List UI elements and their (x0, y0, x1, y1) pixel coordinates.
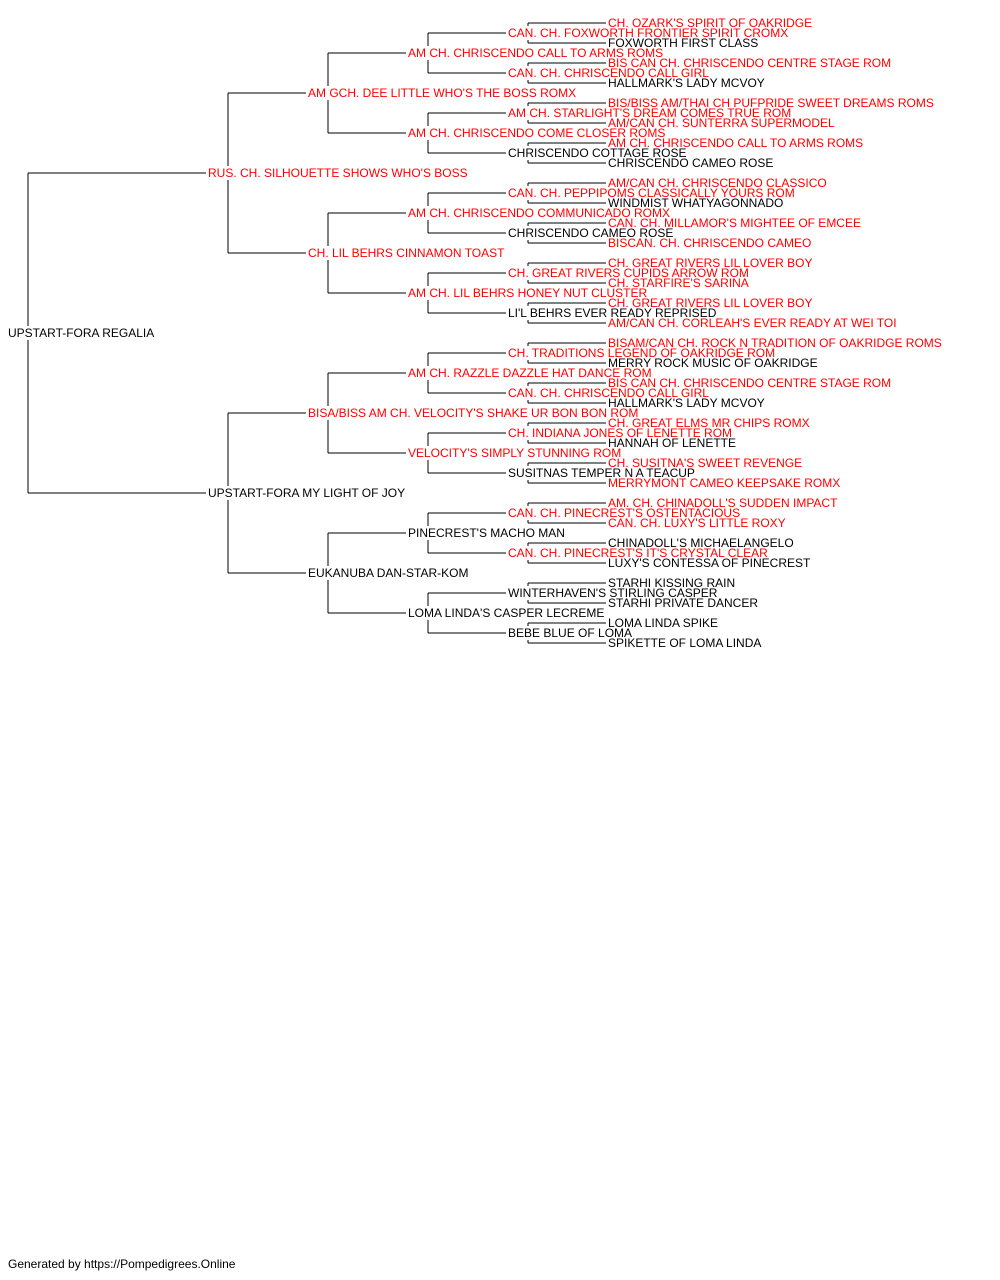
pedigree-sire-name: AM CH. CHRISCENDO CALL TO ARMS ROMS (408, 46, 664, 60)
pedigree-dam-name: FOXWORTH FIRST CLASS (608, 36, 759, 50)
pedigree-dam-name: CH. STARFIRE'S SARINA (608, 276, 749, 290)
pedigree-sire-name: LOMA LINDA SPIKE (608, 616, 719, 630)
pedigree-sire-name: AM GCH. DEE LITTLE WHO'S THE BOSS ROMX (308, 86, 577, 100)
pedigree-dam-name: BISCAN. CH. CHRISCENDO CAMEO (608, 236, 812, 250)
pedigree-dam-name: CAN. CH. CHRISCENDO CALL GIRL (508, 66, 709, 80)
pedigree-sire-name: BIS/BISS AM/THAI CH PUFPRIDE SWEET DREAM… (608, 96, 934, 110)
pedigree-dam-name: HANNAH OF LENETTE (608, 436, 737, 450)
pedigree-sire-name: BIS CAN CH. CHRISCENDO CENTRE STAGE ROM (608, 376, 892, 390)
pedigree-dam-name: LUXY'S CONTESSA OF PINECREST (608, 556, 811, 570)
pedigree-sire-name: AM. CH. CHINADOLL'S SUDDEN IMPACT (608, 496, 838, 510)
pedigree-dam-name: BEBE BLUE OF LOMA (508, 626, 633, 640)
pedigree-sire-name: CH. TRADITIONS LEGEND OF OAKRIDGE ROM (508, 346, 776, 360)
pedigree-dam-name: AM CH. CHRISCENDO COME CLOSER ROMS (408, 126, 666, 140)
pedigree-sire-name: CH. GREAT RIVERS LIL LOVER BOY (608, 296, 813, 310)
pedigree-dam-name: STARHI PRIVATE DANCER (608, 596, 759, 610)
pedigree-dam-name: LOMA LINDA'S CASPER LECREME (408, 606, 605, 620)
pedigree-sire-name: AM CH. STARLIGHT'S DREAM COMES TRUE ROM (508, 106, 792, 120)
pedigree-dam-name: WINDMIST WHATYAGONNADO (608, 196, 784, 210)
pedigree-dam-name: CHRISCENDO COTTAGE ROSE (508, 146, 687, 160)
pedigree-dam-name: CHRISCENDO CAMEO ROSE (508, 226, 674, 240)
pedigree-sire-name: AM CH. CHRISCENDO COMMUNICADO ROMX (408, 206, 671, 220)
pedigree-sire-name: CAN. CH. PEPPIPOMS CLASSICALLY YOURS ROM (508, 186, 795, 200)
pedigree-dam-name: MERRY ROCK MUSIC OF OAKRIDGE (608, 356, 818, 370)
pedigree-dam-name: AM CH. LIL BEHRS HONEY NUT CLUSTER (408, 286, 648, 300)
pedigree-sire-name: CH. SUSITNA'S SWEET REVENGE (608, 456, 803, 470)
pedigree-dam-name: VELOCITY'S SIMPLY STUNNING ROM (408, 446, 622, 460)
pedigree-dam-name: HALLMARK'S LADY MCVOY (608, 396, 765, 410)
pedigree-dam-name: CAN. CH. CHRISCENDO CALL GIRL (508, 386, 709, 400)
pedigree-sire-name: CAN. CH. MILLAMOR'S MIGHTEE OF EMCEE (608, 216, 861, 230)
pedigree-sire-name: PINECREST'S MACHO MAN (408, 526, 565, 540)
pedigree-dam-name: SPIKETTE OF LOMA LINDA (608, 636, 762, 650)
pedigree-dam-name: AM/CAN CH. SUNTERRA SUPERMODEL (608, 116, 835, 130)
pedigree-sire-name: CH. INDIANA JONES OF LENETTE ROM (508, 426, 733, 440)
pedigree-dam-name: CH. LIL BEHRS CINNAMON TOAST (308, 246, 505, 260)
footer-credit: Generated by https://Pompedigrees.Online (8, 1257, 236, 1271)
pedigree-dam-name: HALLMARK'S LADY MCVOY (608, 76, 765, 90)
pedigree-sire-name: CHINADOLL'S MICHAELANGELO (608, 536, 794, 550)
pedigree-sire-name: AM/CAN CH. CHRISCENDO CLASSICO (608, 176, 827, 190)
pedigree-sire-name: BISA/BISS AM CH. VELOCITY'S SHAKE UR BON… (308, 406, 639, 420)
pedigree-dam-name: CHRISCENDO CAMEO ROSE (608, 156, 774, 170)
pedigree-dam-name: AM/CAN CH. CORLEAH'S EVER READY AT WEI T… (608, 316, 897, 330)
pedigree-sire-name: CAN. CH. FOXWORTH FRONTIER SPIRIT CROMX (508, 26, 789, 40)
pedigree-sire-name: AM CH. CHRISCENDO CALL TO ARMS ROMS (608, 136, 864, 150)
subject-dog-name: UPSTART-FORA REGALIA (8, 326, 155, 340)
pedigree-sire-name: CH. OZARK'S SPIRIT OF OAKRIDGE (608, 16, 813, 30)
pedigree-sire-name: STARHI KISSING RAIN (608, 576, 736, 590)
pedigree-sire-name: BIS CAN CH. CHRISCENDO CENTRE STAGE ROM (608, 56, 892, 70)
pedigree-dam-name: LI'L BEHRS EVER READY REPRISED (508, 306, 717, 320)
pedigree-sire-name: CH. GREAT ELMS MR CHIPS ROMX (608, 416, 810, 430)
pedigree-sire-name: RUS. CH. SILHOUETTE SHOWS WHO'S BOSS (208, 166, 468, 180)
pedigree-sire-name: CH. GREAT RIVERS LIL LOVER BOY (608, 256, 813, 270)
pedigree-sire-name: BISAM/CAN CH. ROCK N TRADITION OF OAKRID… (608, 336, 942, 350)
pedigree-sire-name: WINTERHAVEN'S STIRLING CASPER (508, 586, 718, 600)
pedigree-dam-name: CAN. CH. PINECREST'S IT'S CRYSTAL CLEAR (508, 546, 768, 560)
pedigree-dam-name: EUKANUBA DAN-STAR-KOM (308, 566, 469, 580)
pedigree-dam-name: UPSTART-FORA MY LIGHT OF JOY (208, 486, 406, 500)
pedigree-dam-name: CAN. CH. LUXY'S LITTLE ROXY (608, 516, 786, 530)
pedigree-sire-name: AM CH. RAZZLE DAZZLE HAT DANCE ROM (408, 366, 652, 380)
pedigree-sire-name: CAN. CH. PINECREST'S OSTENTACIOUS (508, 506, 741, 520)
pedigree-dam-name: MERRYMONT CAMEO KEEPSAKE ROMX (608, 476, 841, 490)
pedigree-dam-name: SUSITNAS TEMPER N A TEACUP (508, 466, 695, 480)
pedigree-sire-name: CH. GREAT RIVERS CUPIDS ARROW ROM (508, 266, 749, 280)
